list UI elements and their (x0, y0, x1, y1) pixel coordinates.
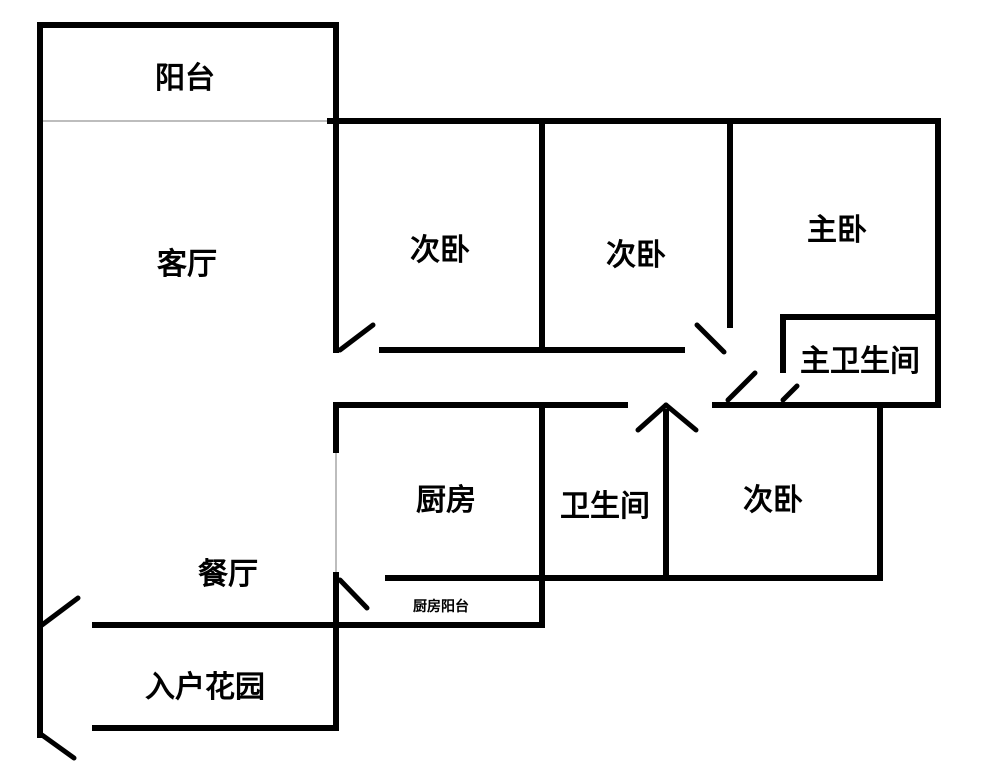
label-master-bathroom: 主卫生间 (800, 344, 920, 379)
label-entrance-garden: 入户花园 (145, 670, 265, 705)
door-entrance (39, 732, 77, 761)
door-bedroom-2 (694, 322, 727, 355)
door-dining (39, 595, 81, 628)
door-master-bath-1 (725, 370, 758, 403)
label-living-room: 客厅 (157, 247, 217, 282)
door-bedroom-3 (663, 402, 699, 433)
label-bedroom-2: 次卧 (606, 238, 666, 273)
door-kitchen-balcony (337, 577, 370, 611)
label-master-bedroom: 主卧 (807, 213, 867, 248)
label-kitchen: 厨房 (416, 483, 476, 518)
label-kitchen-balcony: 厨房阳台 (413, 598, 469, 615)
door-master-bath-2 (780, 383, 800, 403)
door-bedroom-1 (337, 322, 376, 353)
label-dining-room: 餐厅 (198, 557, 258, 592)
label-bedroom-3: 次卧 (743, 483, 803, 518)
label-bathroom: 卫生间 (560, 489, 650, 524)
label-bedroom-1: 次卧 (410, 233, 470, 268)
label-balcony: 阳台 (155, 61, 215, 96)
door-bath-left (635, 402, 669, 433)
